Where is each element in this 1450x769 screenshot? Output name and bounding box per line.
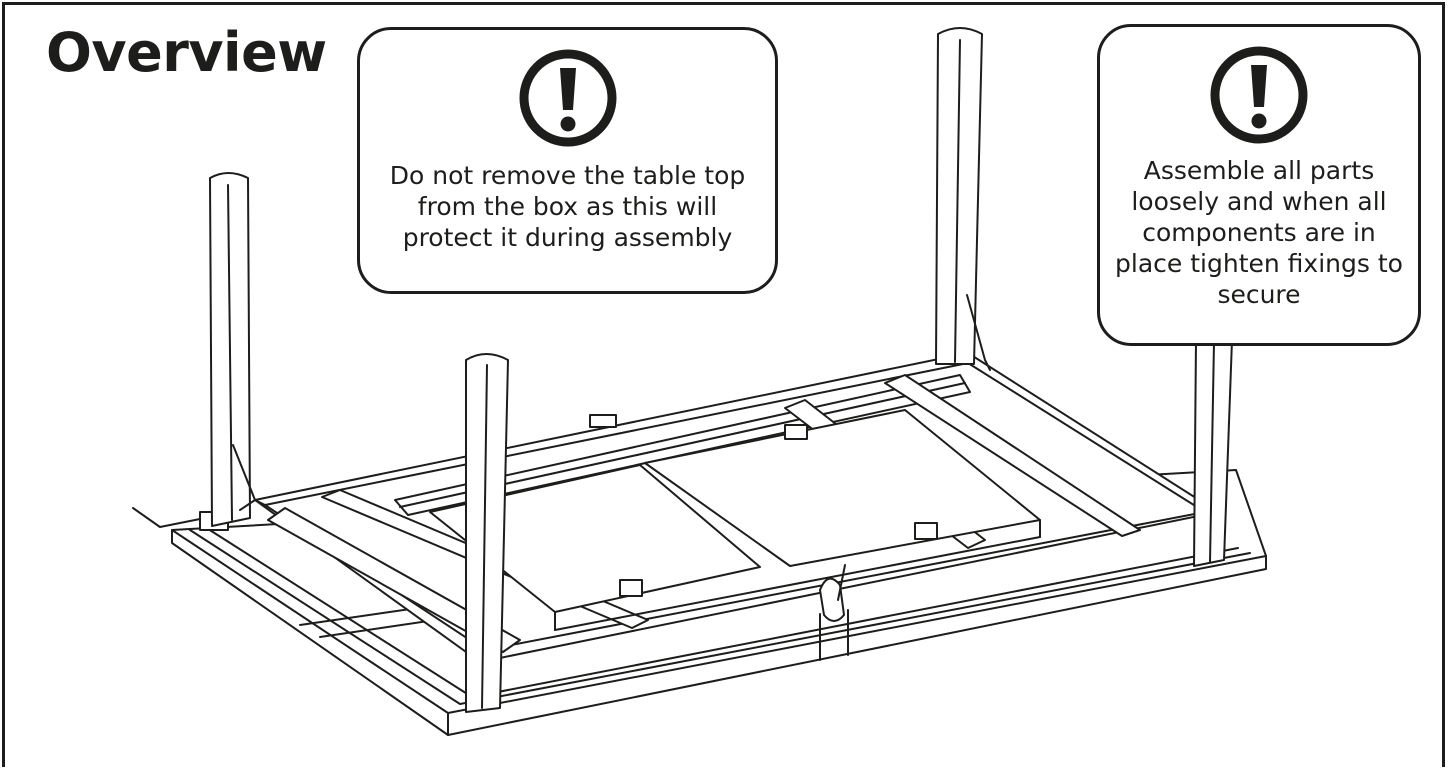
callout-text: Assemble all parts loosely and when all … bbox=[1115, 156, 1403, 309]
warning-callout-table-top: Do not remove the table top from the box… bbox=[357, 27, 778, 294]
exclamation-warning-icon bbox=[1210, 46, 1308, 144]
exclamation-warning-icon bbox=[519, 49, 616, 147]
page-title: Overview bbox=[46, 21, 327, 84]
warning-callout-assembly: Assemble all parts loosely and when all … bbox=[1097, 24, 1421, 346]
table-legs bbox=[209, 27, 1233, 713]
frame-rails bbox=[132, 352, 1219, 663]
callout-text: Do not remove the table top from the box… bbox=[389, 161, 746, 252]
